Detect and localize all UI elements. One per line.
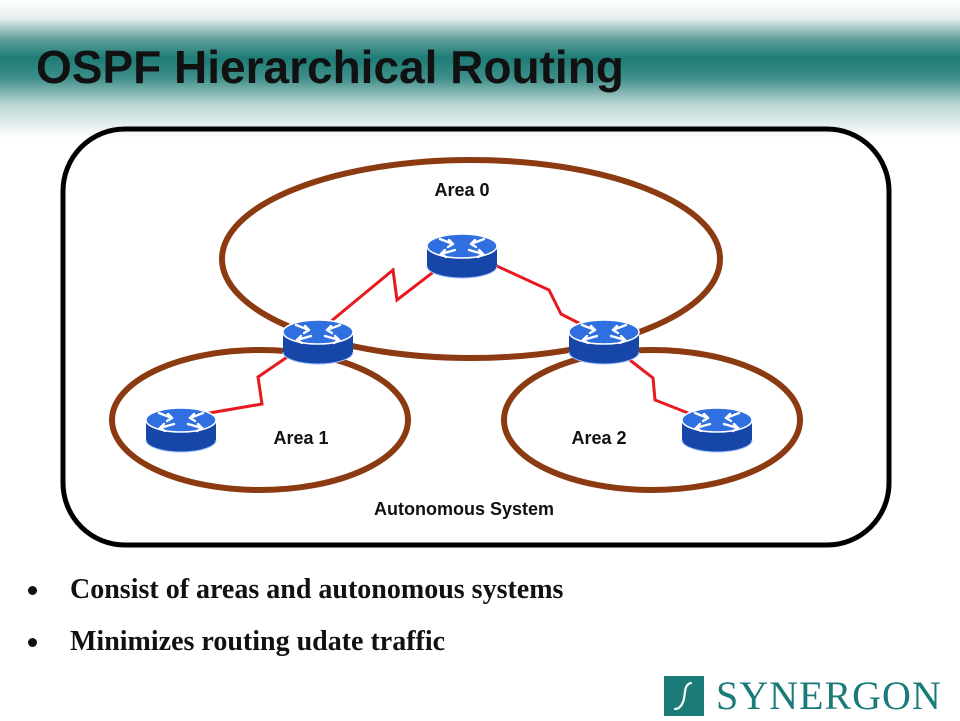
router-icon [567, 318, 641, 366]
bullet-icon [28, 638, 37, 647]
area0-ring [219, 157, 723, 361]
bullet-text: Consist of areas and autonomous systems [70, 574, 564, 605]
area1-ring [109, 347, 411, 493]
area1-label: Area 1 [273, 428, 328, 448]
bullet-text: Minimizes routing udate traffic [70, 626, 446, 657]
bullet-icon [28, 586, 37, 595]
logo-text: SYNERGON [716, 673, 942, 718]
router-icon [281, 318, 355, 366]
logo-mark-icon [664, 676, 704, 716]
autonomous-system-label: Autonomous System [374, 499, 554, 519]
area2-ring [501, 347, 803, 493]
link-area0-left [317, 248, 463, 334]
autonomous-system-boundary [60, 126, 892, 548]
bullet-list: Consist of areas and autonomous systems … [24, 568, 563, 672]
header-band [0, 0, 960, 140]
router-icon [425, 232, 499, 280]
area0-label: Area 0 [434, 180, 489, 200]
router-icon [680, 406, 754, 454]
area2-label: Area 2 [571, 428, 626, 448]
slide-title: OSPF Hierarchical Routing [36, 41, 624, 93]
synergon-logo: SYNERGON [664, 673, 948, 718]
router-icon [144, 406, 218, 454]
bullet-item: Consist of areas and autonomous systems [24, 568, 563, 620]
bullet-item: Minimizes routing udate traffic [24, 620, 563, 672]
